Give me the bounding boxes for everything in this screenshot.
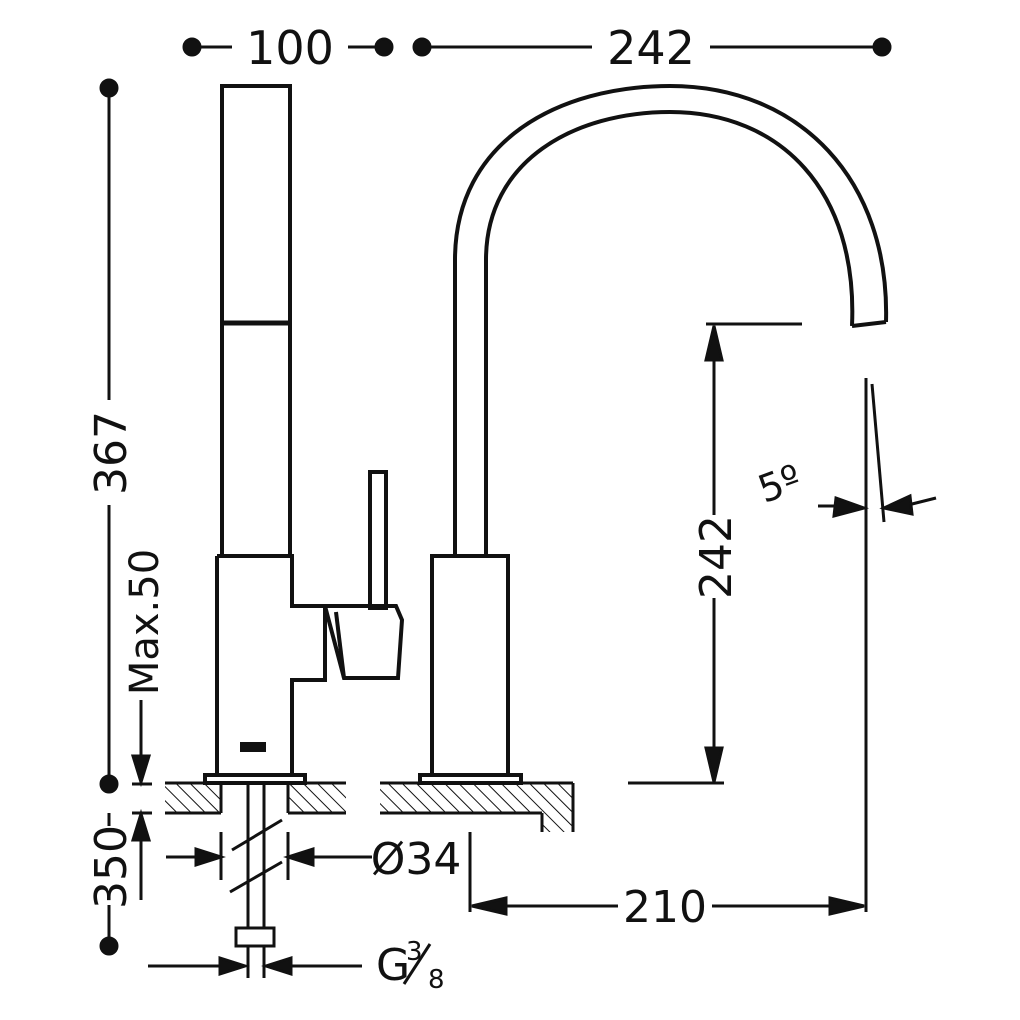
dim-max-thickness <box>130 700 152 900</box>
dim-hole-diameter <box>166 832 372 880</box>
spout-outer <box>453 83 889 556</box>
base-plate-left <box>203 773 307 785</box>
dim-reach-top <box>412 37 892 57</box>
dim-connection-thread <box>148 955 362 977</box>
dim-total-height <box>99 78 119 794</box>
label-hole-diameter: Ø34 <box>371 834 462 885</box>
faucet-side-view <box>203 84 405 785</box>
body-front <box>430 554 510 777</box>
label-width-body: 100 <box>246 21 334 75</box>
lever-handle <box>368 470 388 610</box>
dim-pipe-length <box>99 813 119 956</box>
label-pipe-length: 350 <box>86 825 137 909</box>
spout-inner <box>484 109 855 556</box>
thread-numerator: 3 <box>406 937 423 967</box>
dim-spout-height <box>628 322 802 785</box>
label-reach-top: 242 <box>607 21 695 75</box>
label-connection-thread: G 3 8 <box>376 937 445 995</box>
label-spout-height: 242 <box>691 515 742 599</box>
label-spout-angle: 5º <box>752 456 807 512</box>
countertop-section <box>165 781 575 832</box>
label-max-thickness: Max.50 <box>122 549 168 695</box>
label-total-height: 367 <box>86 411 137 495</box>
dim-spout-angle <box>818 378 937 912</box>
supply-pipe <box>229 783 283 978</box>
thread-denominator: 8 <box>428 965 445 995</box>
brand-mark <box>240 742 266 752</box>
dim-width-body <box>182 37 394 57</box>
label-connection-reach: 210 <box>623 882 707 933</box>
dim-connection-reach <box>468 832 865 916</box>
faucet-front-view <box>418 83 889 785</box>
